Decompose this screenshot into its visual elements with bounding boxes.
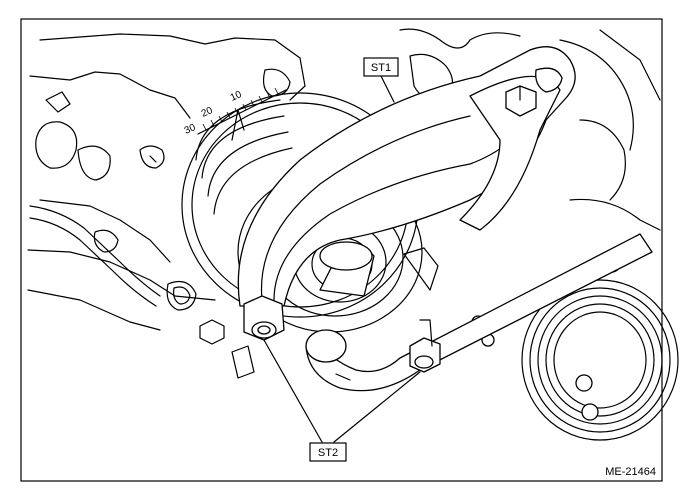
engine-block-background: [27, 28, 679, 441]
angle-scale: 10 20 30: [183, 87, 287, 141]
st1-label: ST1: [371, 62, 391, 74]
st1-callout: ST1: [363, 57, 399, 103]
scale-tick-20: 20: [200, 105, 215, 120]
st2-label: ST2: [318, 447, 338, 459]
socket-wrench-st2: [305, 233, 653, 392]
st2-callout: ST2: [263, 339, 421, 462]
scale-tick-30: 30: [183, 122, 198, 137]
scale-tick-10: 10: [229, 89, 244, 104]
pulley-holder-st1: [237, 46, 576, 341]
figure-id: ME-21464: [605, 466, 656, 478]
